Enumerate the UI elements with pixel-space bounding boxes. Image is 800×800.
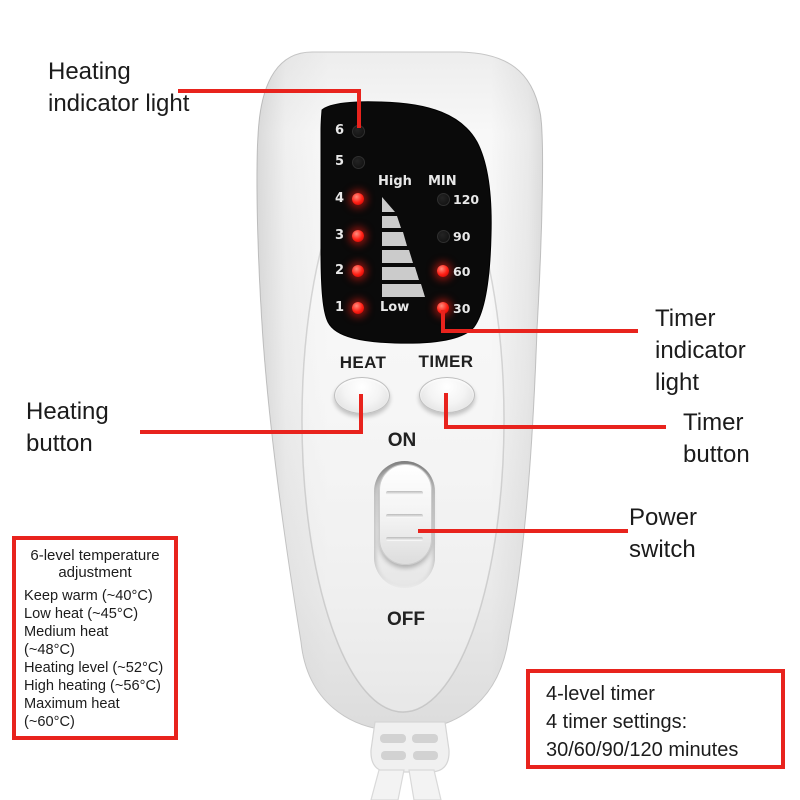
temperature-info-line: Heating level (~52°C) [24,660,164,676]
heat-level-number: 5 [334,154,344,169]
temperature-info-box: 6-level temperature adjustment Keep warm… [12,536,178,740]
switch-groove [386,537,423,541]
timer-indicator-led [437,230,450,243]
callout-line-timer-indicator [441,329,638,333]
strain-relief [370,721,450,773]
timer-button-label: TIMER [418,352,474,371]
temperature-info-line: Keep warm (~40°C) [24,588,153,604]
callout-line-timer-indicator [441,310,445,333]
power-cable-left [370,769,405,800]
power-switch-callout: Power switch [629,504,698,563]
timer-minutes-label: 60 [453,264,471,279]
timer-indicator-led [437,265,449,277]
temperature-info-title: 6-level temperature adjustment [30,547,160,581]
switch-groove [386,491,423,495]
heating-indicator-led [352,193,364,205]
power-cable-right [408,769,442,800]
temperature-info-line: Medium heat [24,624,109,640]
timer-minutes-label: 90 [453,229,471,244]
heating-indicator-led [352,156,365,169]
callout-line-heating-indicator [178,89,361,93]
heating-indicator-light-callout: Heating indicator light [48,58,190,117]
min-label: MIN [428,174,457,189]
timer-minutes-label: 120 [453,192,480,207]
temperature-info-line: (~60°C) [24,714,75,730]
power-on-label: ON [387,430,417,451]
timer-info-line: 4 timer settings: [546,711,688,733]
heating-indicator-led [352,265,364,277]
high-label: High [378,174,412,189]
callout-line-power-switch [418,529,628,533]
heat-level-wedge-icon [382,197,425,297]
temperature-info-line: (~48°C) [24,642,75,658]
heat-button-label: HEAT [339,353,387,372]
temperature-info-line: Maximum heat [24,696,120,712]
power-off-label: OFF [387,609,425,630]
callout-line-timer-button [444,393,448,429]
callout-line-heating-button [140,430,363,434]
heat-level-number: 4 [334,191,344,206]
callout-line-heating-button [359,394,363,434]
temperature-info-line: High heating (~56°C) [24,678,161,694]
heat-level-number: 3 [334,228,344,243]
timer-minutes-label: 30 [453,301,471,316]
timer-info-box: 4-level timer 4 timer settings: 30/60/90… [526,669,785,769]
timer-button-callout: Timer button [683,409,750,468]
timer-indicator-led [437,302,449,314]
strain-relief-ribs [380,734,438,760]
switch-groove [386,514,423,518]
heating-button-callout: Heating button [26,398,109,457]
timer-indicator-light-callout: Timer indicator light [655,305,746,396]
timer-indicator-led [437,193,450,206]
power-switch-knob[interactable] [379,464,432,565]
callout-line-timer-button [444,425,666,429]
heat-level-number: 2 [334,263,344,278]
timer-info-line: 4-level timer [546,683,655,705]
heat-level-number: 6 [334,123,344,138]
heating-indicator-led [352,230,364,242]
timer-info-line: 30/60/90/120 minutes [546,739,739,761]
callout-line-heating-indicator [357,89,361,128]
low-label: Low [380,300,410,315]
heating-indicator-led [352,302,364,314]
heat-level-number: 1 [334,300,344,315]
temperature-info-line: Low heat (~45°C) [24,606,139,622]
